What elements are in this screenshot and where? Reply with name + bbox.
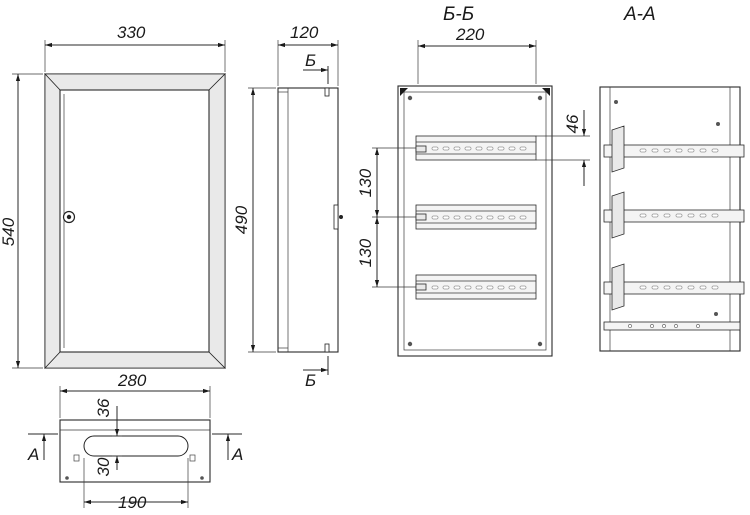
side-height-label: 490 <box>232 205 251 234</box>
door <box>59 89 210 353</box>
front-width-label: 330 <box>117 23 146 42</box>
rail-offset-label: 46 <box>563 114 582 133</box>
rail-pitch-1-label: 130 <box>356 168 375 197</box>
side-view <box>248 40 343 375</box>
side-depth-label: 120 <box>290 23 319 42</box>
front-height-label: 540 <box>0 217 18 246</box>
cut-mark-a-right: А <box>231 445 243 464</box>
bottom-width-label: 280 <box>117 371 147 390</box>
section-aa-title: А-А <box>623 4 656 25</box>
front-view <box>12 40 226 370</box>
side-lock-icon <box>333 204 339 230</box>
section-bb-title: Б-Б <box>443 4 474 25</box>
section-aa-view <box>599 86 745 352</box>
cut-mark-top: Б <box>305 51 316 70</box>
aa-bottom-bar <box>603 321 741 331</box>
depth-2-label: 30 <box>94 457 113 476</box>
section-bb-view <box>372 40 590 357</box>
cut-mark-a-left: А <box>27 445 39 464</box>
bottom-view <box>28 386 242 508</box>
cable-entry-slot <box>83 435 189 457</box>
aa-rail-3 <box>603 263 745 311</box>
opening-width-label: 190 <box>118 493 147 512</box>
rail-pitch-2-label: 130 <box>356 238 375 267</box>
aa-rail-2 <box>603 191 745 239</box>
aa-rail-1 <box>603 125 745 173</box>
section-bb-width-label: 220 <box>455 25 485 44</box>
cut-mark-bottom: Б <box>305 371 316 390</box>
depth-1-label: 36 <box>94 398 113 417</box>
